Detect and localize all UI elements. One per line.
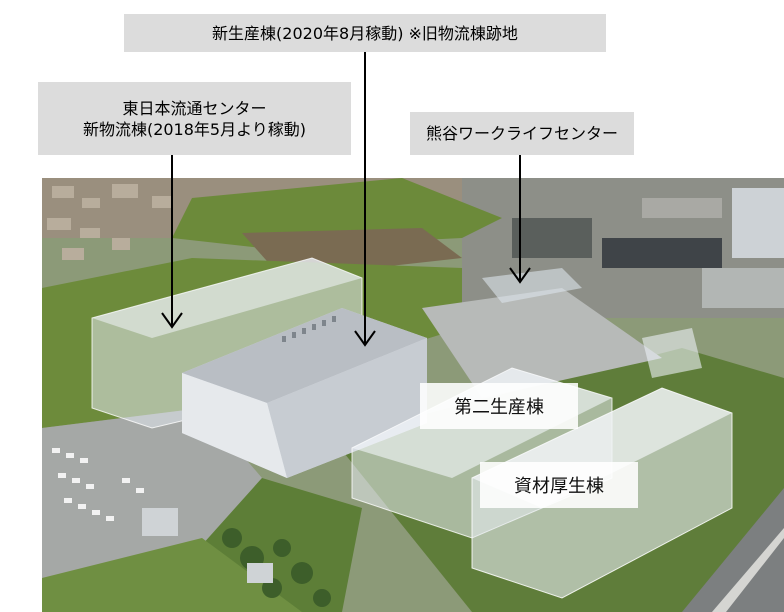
east-japan-line1: 東日本流通センター bbox=[122, 98, 267, 118]
arrowhead-kumagaya bbox=[509, 267, 531, 284]
second-production-text: 第二生産棟 bbox=[454, 397, 544, 418]
label-materials-welfare: 資材厚生棟 bbox=[480, 462, 638, 508]
materials-welfare-text: 資材厚生棟 bbox=[514, 476, 604, 497]
label-kumagaya: 熊谷ワークライフセンター bbox=[410, 112, 634, 155]
new-production-text: 新生産棟(2020年8月稼動) ※旧物流棟跡地 bbox=[212, 23, 518, 43]
arrowhead-east-japan bbox=[161, 312, 183, 329]
east-japan-line2: 新物流棟(2018年5月より稼動) bbox=[82, 119, 307, 139]
label-second-production: 第二生産棟 bbox=[420, 383, 578, 429]
label-east-japan-logistics: 東日本流通センター 新物流棟(2018年5月より稼動) bbox=[38, 82, 351, 155]
label-new-production: 新生産棟(2020年8月稼動) ※旧物流棟跡地 bbox=[124, 14, 606, 52]
arrowhead-new-production bbox=[354, 330, 376, 347]
kumagaya-text: 熊谷ワークライフセンター bbox=[425, 124, 618, 143]
